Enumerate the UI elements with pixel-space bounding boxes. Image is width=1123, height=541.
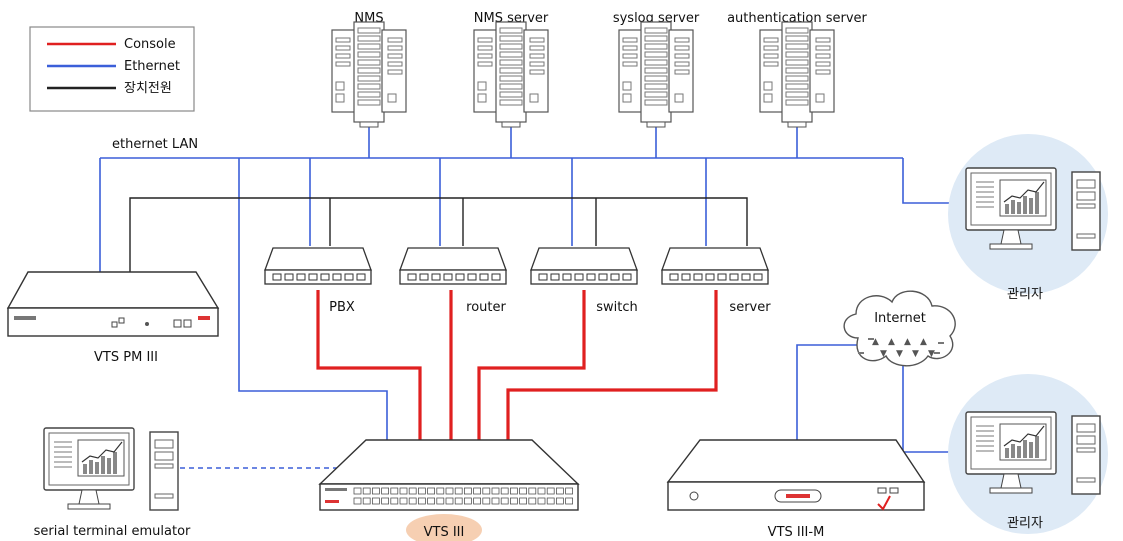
vts-port [528,497,537,505]
authentication-server-rack-icon [759,21,835,128]
console-links [316,290,718,440]
lan-label: ethernet LAN [112,137,198,152]
admin-label-2: 관리자 [1007,516,1043,531]
vts-port [445,497,454,505]
vts-port [546,487,555,495]
vts-port [463,497,472,505]
vts-port [482,497,491,505]
vts-port [565,487,573,495]
device-label-router: router [466,300,506,315]
nms-server-2-rack-icon [473,21,549,128]
vts-highlight [406,514,482,541]
legend-item-ethernet: Ethernet [47,59,180,74]
vts-port [491,497,500,505]
legend-label-ethernet: Ethernet [124,59,180,74]
vts-port [463,487,472,495]
svg-text:▲: ▲ [920,337,927,347]
vts-port [362,487,371,495]
svg-text:▼: ▼ [880,349,887,359]
vts-m-label: VTS III-M [768,525,825,540]
pbx-device-icon [264,247,372,285]
terminal-label: serial terminal emulator [34,524,191,539]
vts-port [454,497,463,505]
legend: Console Ethernet 장치전원 [29,26,195,112]
vts-port [519,487,527,495]
vts-port [473,487,482,495]
legend-label-power: 장치전원 [124,81,172,96]
svg-text:▼: ▼ [928,349,935,359]
vts-port [390,487,399,495]
vts-port [556,497,564,505]
vts-port [381,487,390,495]
vts-port [482,487,491,495]
vts-port [417,487,426,495]
vts-port [353,497,362,505]
server-label-syslog: syslog server [613,11,700,26]
legend-item-power: 장치전원 [47,81,172,96]
vts-port [491,487,500,495]
vts-port [408,497,417,505]
vts-port [565,497,573,505]
terminal-computer-icon [43,427,179,511]
power-links [129,197,748,272]
device-label-pbx: PBX [329,300,355,315]
vts-port [509,497,518,505]
syslog-server-rack-icon [618,21,694,128]
vts-pm-device-icon [6,271,220,337]
vts-port [371,487,380,495]
switch-device-icon [530,247,638,285]
vts-port [500,497,509,505]
svg-text:▼: ▼ [912,349,919,359]
vts-port [399,487,408,495]
vts-port [546,497,555,505]
legend-label-console: Console [124,37,176,52]
admin-label-1: 관리자 [1007,287,1043,302]
vts-port [519,497,527,505]
vts-port [353,487,362,495]
vts-port [362,497,371,505]
vts-port [436,497,445,505]
vts-device-icon [318,439,580,511]
internet-cloud-icon: ▲ ▲ ▲ ▲ ▼ ▼ ▼ ▼ [843,290,956,367]
vts-port [537,487,546,495]
vts-port [427,497,436,505]
nms-server-rack-icon [331,21,407,128]
router-device-icon [399,247,507,285]
vts-port [528,487,537,495]
server-label-nms-server: NMS server [474,11,549,26]
vts-port [417,497,426,505]
legend-item-console: Console [47,37,176,52]
vts-port [390,497,399,505]
svg-text:▲: ▲ [904,337,911,347]
svg-text:▼: ▼ [896,349,903,359]
vts-port [454,487,463,495]
device-label-server: server [729,300,771,315]
ethernet-links [99,124,965,469]
vts-port [509,487,518,495]
svg-text:▲: ▲ [888,337,895,347]
svg-text:▲: ▲ [872,337,879,347]
device-label-switch: switch [596,300,638,315]
vts-pm-label: VTS PM III [94,350,158,365]
vts-port [399,497,408,505]
vts-port [408,487,417,495]
vts-port [537,497,546,505]
server-label-authentication: authentication server [727,11,867,26]
vts-m-device-icon [666,439,926,511]
vts-port [427,487,436,495]
vts-port [436,487,445,495]
vts-port [371,497,380,505]
vts-port [473,497,482,505]
vts-port [381,497,390,505]
vts-port [500,487,509,495]
vts-port [445,487,454,495]
internet-label: Internet [874,311,926,326]
vts-port [556,487,564,495]
vts-label: VTS III [424,525,465,540]
server-device-icon [661,247,769,285]
